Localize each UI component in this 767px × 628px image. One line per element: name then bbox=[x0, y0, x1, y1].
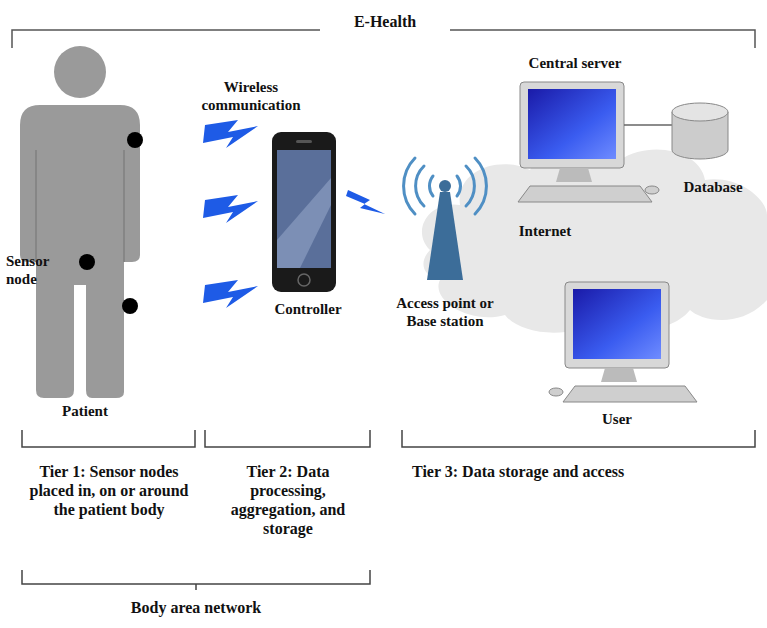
monitor-stand bbox=[556, 168, 592, 182]
arm-line bbox=[35, 150, 36, 262]
cylinder-top bbox=[672, 103, 728, 121]
user-computer bbox=[549, 282, 697, 402]
ban-bracket-tick bbox=[195, 584, 197, 590]
phone-screen bbox=[277, 150, 331, 268]
antenna-tip bbox=[439, 180, 451, 192]
mouse bbox=[549, 388, 563, 396]
tier-bracket bbox=[22, 430, 195, 447]
patient-figure bbox=[20, 46, 140, 398]
controller-label: Controller bbox=[258, 300, 358, 318]
lightning-bolt bbox=[346, 190, 385, 214]
phone-button bbox=[298, 274, 310, 286]
monitor-screen bbox=[528, 89, 616, 159]
wireless-label: Wireless communication bbox=[196, 78, 306, 114]
access-point bbox=[404, 158, 487, 280]
tier-label: Tier 1: Sensor nodes placed in, on or ar… bbox=[20, 462, 198, 519]
tier-label: Tier 2: Data processing, aggregation, an… bbox=[207, 462, 369, 538]
wave bbox=[457, 176, 461, 196]
monitor-screen bbox=[573, 289, 661, 359]
monitor-frame bbox=[520, 82, 624, 168]
wave bbox=[466, 166, 474, 206]
access-point-label: Access point or Base station bbox=[385, 294, 505, 330]
wave bbox=[416, 166, 424, 206]
ban-bracket bbox=[22, 570, 370, 584]
lightning-bolt bbox=[203, 195, 258, 223]
wave bbox=[404, 158, 415, 214]
tier-bracket bbox=[205, 430, 370, 447]
sensor-label: Sensor node bbox=[6, 252, 64, 288]
ban-label: Body area network bbox=[96, 598, 296, 617]
tier-label: Tier 3: Data storage and access bbox=[412, 462, 712, 481]
patient-body bbox=[20, 105, 140, 398]
phone-glare bbox=[277, 178, 331, 268]
wireless-bolts bbox=[203, 120, 385, 308]
user-label: User bbox=[577, 410, 657, 428]
keyboard bbox=[563, 386, 697, 402]
keyboard bbox=[518, 186, 652, 202]
wave bbox=[475, 158, 486, 214]
database-cylinder bbox=[672, 103, 728, 159]
arm-line bbox=[123, 150, 124, 262]
sensor-dots bbox=[79, 132, 143, 314]
sensor-dot bbox=[79, 254, 95, 270]
tier-bracket bbox=[402, 430, 755, 447]
patient-arm-lines bbox=[36, 150, 124, 262]
ehealth-bracket bbox=[12, 30, 755, 48]
phone-body bbox=[272, 132, 336, 292]
antenna-mast bbox=[427, 192, 463, 280]
patient-label: Patient bbox=[40, 402, 130, 420]
server-computer bbox=[518, 82, 659, 202]
sensor-dot bbox=[122, 298, 138, 314]
patient-head bbox=[54, 46, 106, 98]
mouse bbox=[645, 186, 659, 194]
lightning-bolt bbox=[203, 120, 258, 148]
diagram-title: E-Health bbox=[320, 12, 450, 31]
monitor-stand bbox=[601, 368, 637, 382]
server-label: Central server bbox=[510, 54, 640, 72]
sensor-dot bbox=[127, 132, 143, 148]
lightning-bolt bbox=[203, 280, 258, 308]
controller-phone bbox=[272, 132, 336, 292]
database-label: Database bbox=[668, 178, 758, 196]
radio-waves bbox=[404, 158, 487, 214]
monitor-frame bbox=[565, 282, 669, 368]
internet-label: Internet bbox=[500, 222, 590, 240]
wave bbox=[429, 176, 433, 196]
phone-speaker bbox=[296, 140, 312, 143]
server-db-link bbox=[624, 124, 672, 126]
